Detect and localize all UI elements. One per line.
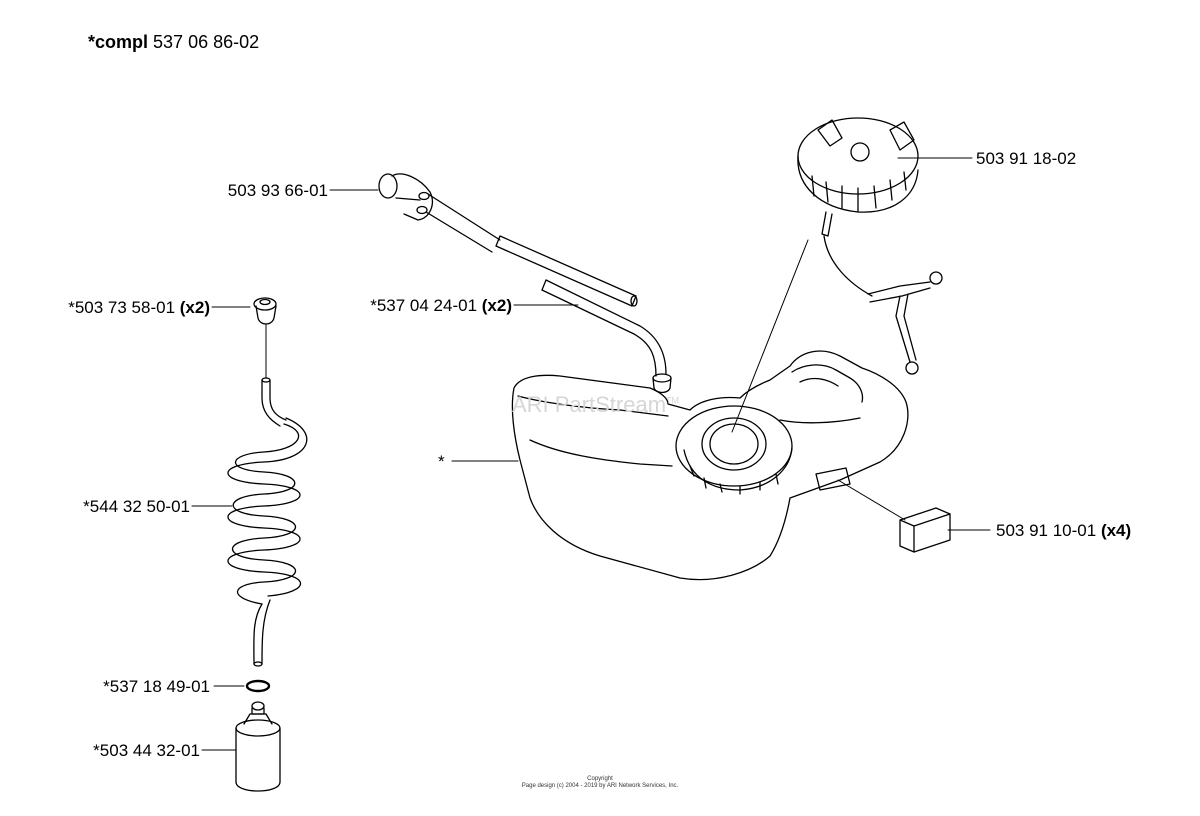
watermark-text: ARI PartStream: [512, 392, 667, 417]
compl-number: 537 06 86-02: [153, 32, 260, 52]
rubber-pad-drawing: [899, 507, 951, 553]
part-number: *544 32 50-01: [83, 497, 190, 516]
part-number: *537 18 49-01: [103, 677, 210, 696]
o-ring-drawing: [245, 679, 271, 693]
leader-lines: [191, 157, 991, 751]
part-label-rubber-pad[interactable]: 503 91 10-01 (x4): [996, 521, 1131, 541]
part-number: *503 44 32-01: [93, 741, 200, 760]
part-number: 503 93 66-01: [227, 181, 328, 200]
tank-grommet-drawing: [652, 373, 672, 394]
fuel-cap-drawing: [797, 117, 943, 375]
part-number: 503 91 18-02: [976, 149, 1077, 168]
fuel-tank-drawing: [511, 350, 909, 581]
watermark-tm: TM: [666, 395, 680, 406]
part-label-fuel-tank[interactable]: *: [438, 452, 445, 472]
fuel-pump-fitting-drawing: [378, 173, 667, 377]
coil-hose-drawing: [227, 377, 308, 667]
part-label-fuel-filter[interactable]: *503 44 32-01: [93, 741, 200, 761]
part-number: *537 04 24-01: [370, 296, 478, 315]
part-qty: (x2): [179, 298, 210, 317]
complete-assembly-label: *compl 537 06 86-02: [88, 32, 259, 53]
copyright-notice: Copyright Page design (c) 2004 - 2019 by…: [520, 776, 680, 790]
part-qty: (x4): [1100, 521, 1132, 540]
compl-prefix: *compl: [88, 32, 149, 52]
part-label-fuel-pump-fitting[interactable]: 503 93 66-01: [228, 181, 328, 201]
part-number: *503 73 58-01: [68, 298, 176, 317]
part-number: 503 91 10-01: [996, 521, 1097, 540]
part-label-fuel-hose[interactable]: *537 04 24-01 (x2): [370, 296, 512, 316]
part-label-coil-hose[interactable]: *544 32 50-01: [83, 497, 190, 517]
grommet-drawing: [253, 297, 277, 325]
copyright-line-1: Copyright: [587, 776, 613, 782]
fuel-filter-drawing: [235, 701, 281, 792]
part-label-o-ring[interactable]: *537 18 49-01: [103, 677, 210, 697]
part-qty: (x2): [481, 296, 512, 315]
part-number: *: [438, 452, 445, 471]
watermark: ARI PartStreamTM: [512, 392, 679, 418]
part-label-grommet[interactable]: *503 73 58-01 (x2): [68, 298, 210, 318]
part-label-fuel-cap[interactable]: 503 91 18-02: [976, 149, 1076, 169]
copyright-line-2: Page design (c) 2004 - 2019 by ARI Netwo…: [521, 783, 679, 789]
